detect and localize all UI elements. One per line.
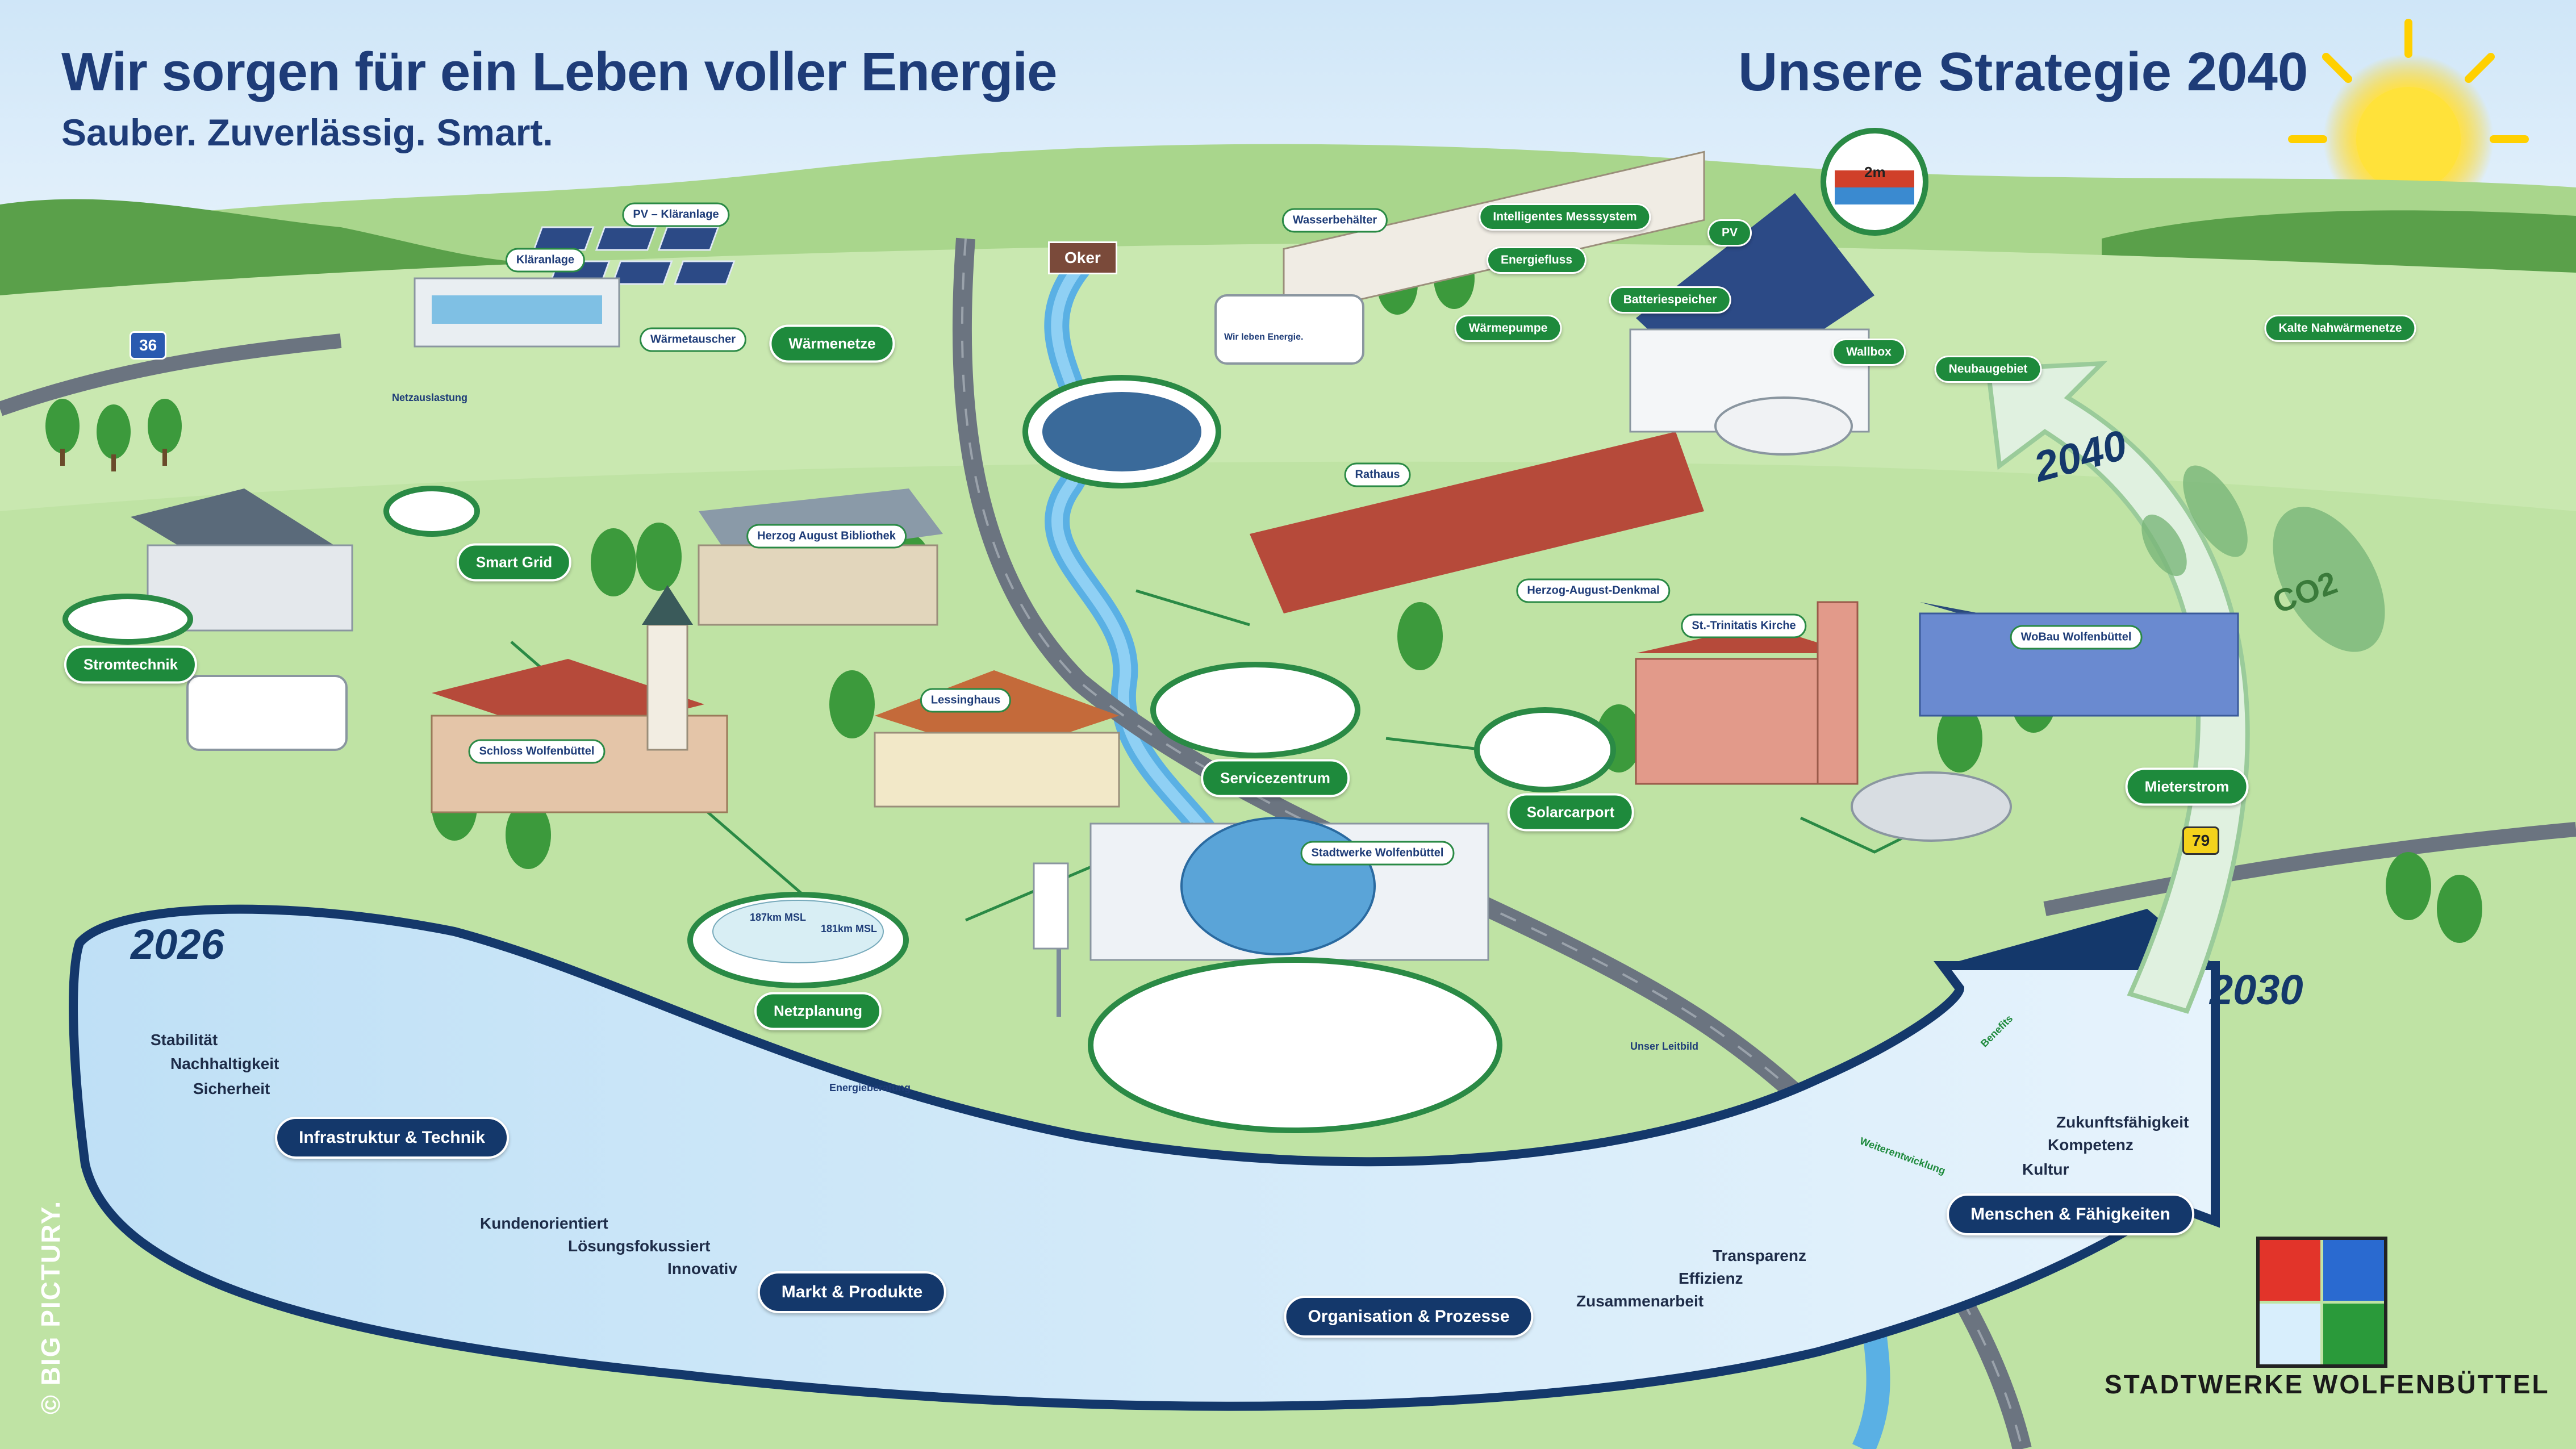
brand-name: STADTWERKE WOLFENBÜTTEL — [2105, 1369, 2550, 1399]
building-trinitatis — [1635, 601, 1859, 785]
label-organisation-prozesse[interactable]: Organisation & Prozesse — [1284, 1296, 1534, 1338]
value-menschen-0: Zukunftsfähigkeit — [2056, 1113, 2189, 1131]
van-text: Wir leben Energie. — [1224, 332, 1304, 342]
page-subtitle: Sauber. Zuverlässig. Smart. — [61, 111, 553, 153]
value-infra-2: Sicherheit — [193, 1080, 270, 1097]
building-lessinghaus — [874, 670, 1120, 808]
building-bibliothek — [698, 488, 943, 626]
label-oker: Oker — [1048, 241, 1117, 274]
label-depth-2m: 2m — [1864, 164, 1886, 181]
value-org-1: Effizienz — [1679, 1270, 1743, 1287]
page-title: Wir sorgen für ein Leben voller Energie — [61, 41, 1058, 102]
label-denkmal: Herzog-August-Denkmal — [1516, 578, 1671, 603]
building-stadtwerke — [1089, 817, 1489, 961]
road-sign-36: 36 — [130, 331, 167, 360]
label-batteriespeicher[interactable]: Batteriespeicher — [1609, 286, 1731, 314]
co2-footprint-icon — [2141, 465, 2385, 652]
road-sign-79: 79 — [2182, 826, 2220, 855]
label-wobau: WoBau Wolfenbüttel — [2010, 625, 2143, 650]
label-energiefluss[interactable]: Energiefluss — [1486, 247, 1587, 274]
label-intelligentes-messsystem[interactable]: Intelligentes Messsystem — [1479, 203, 1651, 231]
label-servicezentrum[interactable]: Servicezentrum — [1201, 759, 1350, 797]
label-stadtwerke: Stadtwerke Wolfenbüttel — [1300, 841, 1455, 866]
value-infra-0: Stabilität — [151, 1031, 218, 1049]
strategy-title: Unsere Strategie 2040 — [1738, 41, 2308, 102]
value-menschen-2: Kultur — [2022, 1160, 2069, 1178]
building-stromtechnik — [131, 488, 353, 632]
label-mieterstrom[interactable]: Mieterstrom — [2125, 767, 2249, 806]
value-org-0: Transparenz — [1713, 1247, 1806, 1264]
label-schloss: Schloss Wolfenbüttel — [468, 739, 606, 764]
label-waermenetze[interactable]: Wärmenetze — [769, 324, 895, 363]
value-org-2: Zusammenarbeit — [1576, 1292, 1704, 1310]
label-netzplanung[interactable]: Netzplanung — [754, 992, 882, 1030]
label-leitbild: Unser Leitbild — [1630, 1041, 1699, 1052]
label-solarcarport[interactable]: Solarcarport — [1507, 793, 1634, 832]
year-2026: 2026 — [131, 921, 224, 968]
label-msl-187: 187km MSL — [750, 912, 807, 923]
building-klaeranlage — [414, 277, 620, 348]
label-trinitatis: St.-Trinitatis Kirche — [1681, 613, 1807, 638]
value-markt-0: Kundenorientiert — [480, 1214, 608, 1232]
label-menschen-faehigkeiten[interactable]: Menschen & Fähigkeiten — [1947, 1193, 2194, 1235]
building-schloss — [431, 585, 728, 813]
label-neubaugebiet[interactable]: Neubaugebiet — [1934, 356, 2042, 383]
label-waermetauscher: Wärmetauscher — [639, 327, 747, 352]
label-pv[interactable]: PV — [1707, 219, 1752, 247]
copyright: © BIG PICTURY. — [36, 1200, 65, 1414]
label-infrastruktur-technik[interactable]: Infrastruktur & Technik — [275, 1117, 509, 1159]
label-wallbox[interactable]: Wallbox — [1832, 339, 1906, 366]
label-klaeranlage: Kläranlage — [505, 248, 586, 273]
label-bibliothek: Herzog August Bibliothek — [746, 524, 907, 549]
label-stromtechnik[interactable]: Stromtechnik — [64, 645, 198, 684]
label-lessinghaus: Lessinghaus — [920, 688, 1012, 713]
value-markt-1: Lösungsfokussiert — [568, 1237, 711, 1255]
label-wasserbehaelter: Wasserbehälter — [1281, 208, 1388, 233]
label-energieberatung: Energieberatung — [829, 1082, 911, 1093]
label-rathaus: Rathaus — [1344, 462, 1411, 487]
stadtwerke-logo — [2256, 1237, 2387, 1368]
label-smart-grid[interactable]: Smart Grid — [456, 543, 572, 582]
label-waermepumpe[interactable]: Wärmepumpe — [1454, 315, 1562, 342]
label-pv-klaeranlage: PV – Kläranlage — [622, 202, 730, 227]
label-netzauslastung: Netzauslastung — [392, 392, 468, 403]
label-msl-181: 181km MSL — [821, 923, 878, 934]
value-markt-2: Innovativ — [667, 1260, 737, 1277]
label-markt-produkte[interactable]: Markt & Produkte — [757, 1271, 947, 1313]
year-2030: 2030 — [2210, 966, 2303, 1013]
value-infra-1: Nachhaltigkeit — [170, 1055, 279, 1072]
building-wobau — [1919, 602, 2239, 717]
value-menschen-1: Kompetenz — [2048, 1136, 2134, 1154]
car-icon — [1714, 396, 2012, 842]
label-kalte-nahwaermenetze[interactable]: Kalte Nahwärmenetze — [2264, 315, 2416, 342]
